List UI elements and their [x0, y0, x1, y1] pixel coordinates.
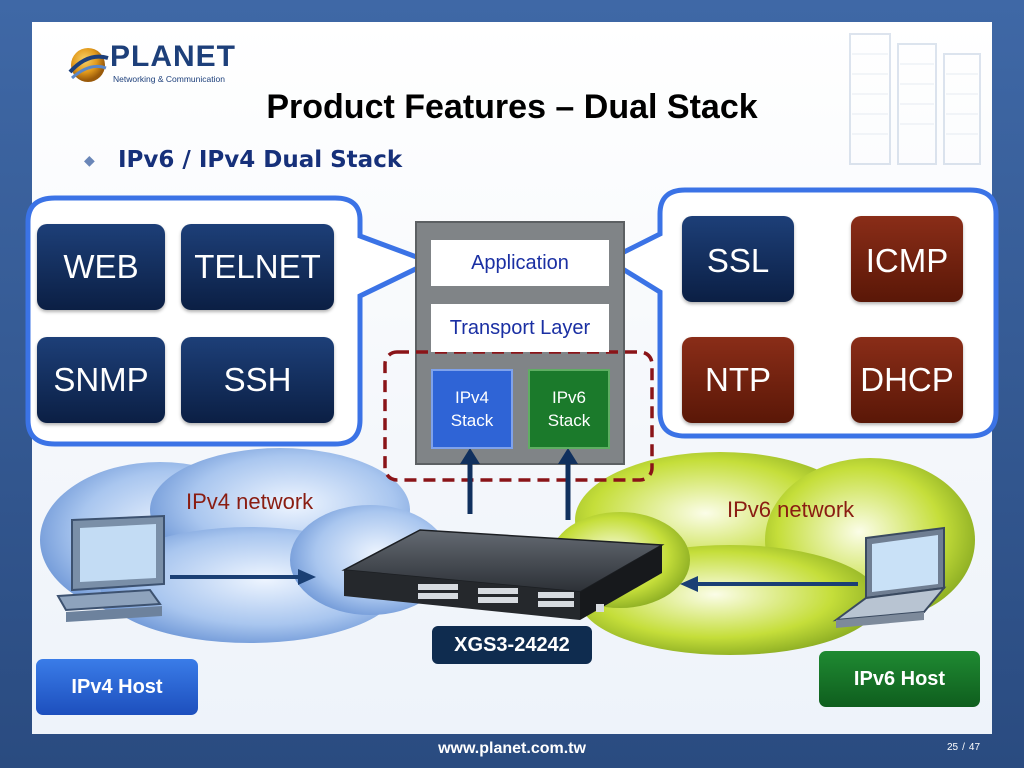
stack-ipv4-line2: Stack — [450, 411, 494, 430]
protocol-web: WEB — [37, 224, 165, 310]
stack-ipv6-line2: Stack — [547, 411, 591, 430]
network-switch-icon — [341, 529, 665, 620]
page-separator: / — [962, 742, 965, 753]
page-title: Product Features – Dual Stack — [266, 88, 758, 126]
ipv4-host-arrow — [170, 569, 316, 585]
stack-ipv6-line1: IPv6 — [551, 388, 587, 407]
ipv4-host-label: IPv4 Host — [36, 659, 198, 715]
protocol-ssh: SSH — [181, 337, 334, 423]
protocol-telnet: TELNET — [181, 224, 334, 310]
desktop-computer-icon — [56, 514, 165, 622]
diamond-bullet-icon: ◆ — [84, 152, 95, 168]
ipv6-host-arrow — [680, 576, 858, 592]
protocol-snmp: SNMP — [37, 337, 165, 423]
planet-logo-icon — [68, 48, 109, 82]
bullet-heading: IPv6 / IPv4 Dual Stack — [118, 147, 403, 173]
ipv4-network-label: IPv4 network — [186, 489, 314, 514]
ipv6-host-label: IPv6 Host — [819, 651, 980, 707]
stack-layer-transport: Transport Layer — [431, 304, 609, 352]
protocol-ntp: NTP — [682, 337, 794, 423]
ipv6-network-label: IPv6 network — [727, 497, 855, 522]
stack-layer-application: Application — [431, 240, 609, 286]
stack-ipv6: IPv6 Stack — [528, 369, 610, 449]
stack-ipv4-line1: IPv4 — [454, 388, 490, 407]
stack-ipv4: IPv4 Stack — [431, 369, 513, 449]
protocol-ssl: SSL — [682, 216, 794, 302]
page-total: 47 — [968, 742, 981, 753]
page-number: 25/47 — [945, 742, 982, 753]
dual-stack-dashed-outline — [383, 350, 654, 482]
footer-url: www.planet.com.tw — [438, 740, 586, 757]
protocol-icmp: ICMP — [851, 216, 963, 302]
stack-up-arrows — [460, 448, 578, 520]
logo-tagline: Networking & Communication — [113, 74, 225, 84]
logo-name: PLANET — [110, 40, 236, 73]
laptop-icon — [832, 526, 947, 628]
device-model-label: XGS3-24242 — [432, 626, 592, 664]
page-current: 25 — [947, 742, 959, 753]
protocol-dhcp: DHCP — [851, 337, 963, 423]
server-rack-icon — [849, 33, 981, 165]
